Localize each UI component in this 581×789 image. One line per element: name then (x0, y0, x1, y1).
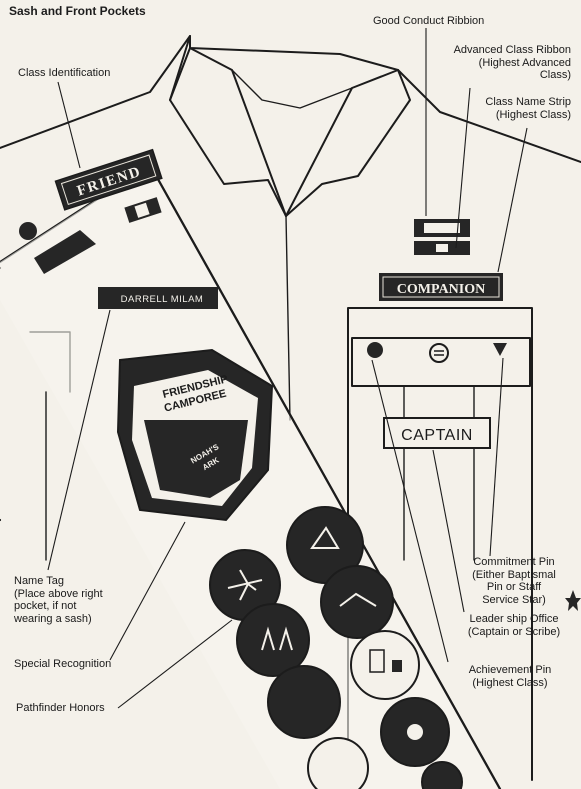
label-line: Advanced Class Ribbon (454, 44, 571, 57)
label-line: Pin or Staff (460, 581, 568, 594)
label-special-recognition: Special Recognition (14, 658, 111, 671)
label-advanced-class-ribbon: Advanced Class Ribbon (Highest Advanced … (454, 44, 571, 82)
label-line: Class Name Strip (485, 96, 571, 109)
advanced-class-ribbon (414, 241, 470, 255)
honor-patch (351, 631, 419, 699)
companion-strip-text: COMPANION (397, 282, 485, 297)
label-line: pocket, if not (14, 600, 103, 613)
shirt-left-shoulder (0, 36, 190, 148)
label-line: Name Tag (14, 575, 103, 588)
shirt-collar (170, 36, 410, 216)
label-line: Service Star) (460, 594, 568, 607)
collar-inner (232, 70, 352, 108)
sash-pin (19, 222, 37, 240)
leader-class-name-strip (498, 128, 527, 272)
label-line: Special Recognition (14, 658, 111, 671)
honor-patch (268, 666, 340, 738)
leadership-pin (430, 344, 448, 362)
captain-tag-text: CAPTAIN (401, 427, 473, 444)
collar-left-fold (170, 48, 286, 216)
label-line: Pathfinder Honors (16, 702, 105, 715)
name-tag-text: DARRELL MILAM (121, 294, 204, 305)
label-line: Commitment Pin (460, 556, 568, 569)
label-good-conduct-ribbon: Good Conduct Ribbion (373, 15, 484, 28)
label-line: (Either Baptismal (460, 569, 568, 582)
label-pathfinder-honors: Pathfinder Honors (16, 702, 105, 715)
name-tag-patch: DARRELL MILAM (98, 287, 218, 309)
label-line: (Highest Advanced (454, 57, 571, 70)
label-line: (Place above right (14, 588, 103, 601)
label-line: (Captain or Scribe) (454, 626, 574, 639)
honor-patch (308, 738, 368, 789)
label-achievement-pin: Achievement Pin (Highest Class) (454, 664, 566, 689)
achievement-pin (367, 342, 383, 358)
leader-commitment-pin (490, 358, 503, 556)
label-line: Class Identification (18, 67, 110, 80)
label-name-tag: Name Tag (Place above right pocket, if n… (14, 575, 103, 625)
label-class-name-strip: Class Name Strip (Highest Class) (485, 96, 571, 121)
label-line: Class) (454, 69, 571, 82)
companion-class-strip: COMPANION (379, 273, 503, 301)
label-commitment-pin: Commitment Pin (Either Baptismal Pin or … (460, 556, 568, 606)
commitment-pin (493, 343, 507, 356)
label-line: Leader ship Office (454, 613, 574, 626)
page-title: Sash and Front Pockets (9, 4, 146, 18)
honor-patch (237, 604, 309, 676)
good-conduct-ribbon (414, 219, 470, 237)
label-class-identification: Class Identification (18, 67, 110, 80)
honor-patch (321, 566, 393, 638)
label-line: Achievement Pin (454, 664, 566, 677)
label-line: (Highest Class) (485, 109, 571, 122)
label-line: (Highest Class) (454, 677, 566, 690)
label-line: Good Conduct Ribbion (373, 15, 484, 28)
right-pocket-lines (404, 386, 474, 560)
captain-leadership-tag: CAPTAIN (384, 418, 490, 448)
label-line: wearing a sash) (14, 613, 103, 626)
shirt-placket (286, 216, 290, 420)
label-leadership-office: Leader ship Office (Captain or Scribe) (454, 613, 574, 638)
